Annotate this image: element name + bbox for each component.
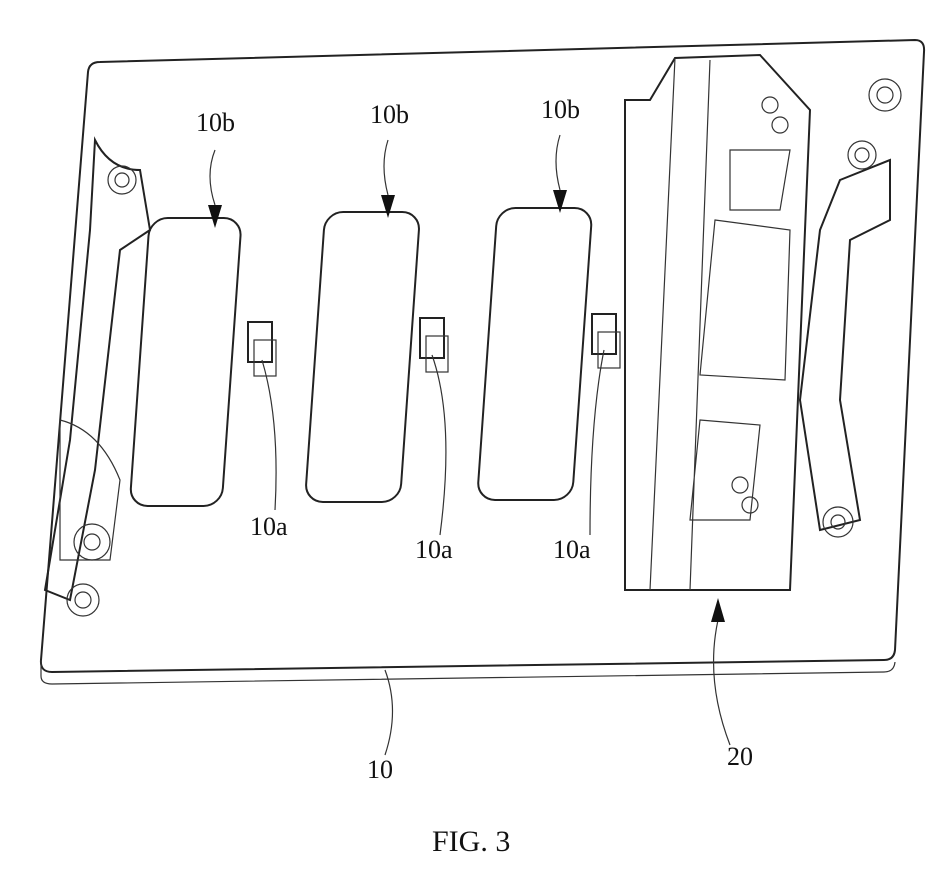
base-plate [41, 40, 924, 684]
right-handle [800, 79, 901, 537]
left-handle [45, 140, 150, 616]
label-10a-3: 10a [553, 535, 591, 565]
label-10: 10 [367, 755, 393, 785]
label-10a-1: 10a [250, 512, 288, 542]
label-10b-3: 10b [541, 95, 580, 125]
leader-lines [208, 135, 730, 755]
figure-caption: FIG. 3 [432, 825, 510, 859]
label-10b-2: 10b [370, 100, 409, 130]
module-20 [625, 55, 810, 590]
slots [130, 208, 620, 506]
label-10a-2: 10a [415, 535, 453, 565]
label-20: 20 [727, 742, 753, 772]
label-10b-1: 10b [196, 108, 235, 138]
